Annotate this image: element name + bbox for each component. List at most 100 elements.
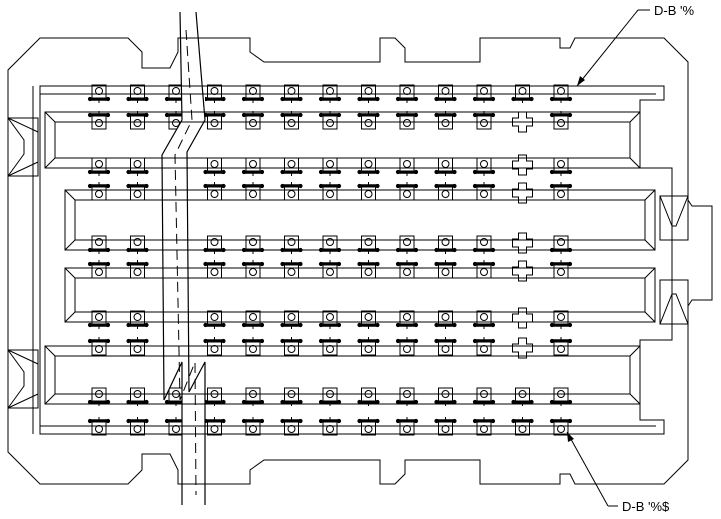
terminal-cavity bbox=[395, 157, 419, 176]
terminal-cavity bbox=[318, 84, 342, 103]
terminal-cavity bbox=[280, 260, 303, 279]
terminal-cavity bbox=[87, 182, 111, 201]
terminal-cavity bbox=[434, 387, 457, 406]
terminal-cavity bbox=[549, 235, 573, 254]
cavity-bar bbox=[64, 267, 656, 323]
terminal-cavity bbox=[318, 260, 342, 279]
keying-cross bbox=[512, 260, 533, 282]
terminal-cavity bbox=[357, 387, 380, 406]
terminal-cavity bbox=[472, 310, 496, 329]
terminal-cavity bbox=[126, 157, 149, 176]
terminal-cavity bbox=[549, 157, 573, 176]
terminal-cavity bbox=[511, 417, 534, 436]
terminal-cavity bbox=[87, 157, 111, 176]
terminal-cavity bbox=[511, 387, 534, 406]
terminal-cavity bbox=[87, 260, 111, 279]
terminal-cavity bbox=[241, 417, 265, 436]
keying-cross bbox=[512, 337, 533, 359]
terminal-cavity bbox=[395, 111, 419, 130]
callout-bottom-label: D-B '%$ bbox=[622, 499, 670, 514]
terminal-cavity bbox=[203, 84, 226, 103]
terminal-cavity bbox=[357, 310, 380, 329]
break-line-left bbox=[161, 11, 183, 505]
cavity-bar bbox=[44, 111, 641, 169]
terminal-cavity bbox=[472, 260, 496, 279]
terminal-cavity bbox=[357, 111, 380, 130]
terminal-cavity bbox=[203, 310, 226, 329]
terminal-cavity bbox=[241, 111, 265, 130]
terminal-cavity bbox=[241, 157, 265, 176]
terminal-cavity bbox=[472, 337, 496, 356]
terminal-cavity bbox=[241, 260, 265, 279]
terminal-cavity bbox=[549, 182, 573, 201]
terminal-cavity bbox=[357, 182, 380, 201]
terminal-cavity bbox=[280, 310, 303, 329]
terminal-cavity bbox=[395, 310, 419, 329]
cavity-bar bbox=[44, 345, 641, 405]
terminal-cavity bbox=[395, 337, 419, 356]
terminal-cavity bbox=[318, 182, 342, 201]
terminal-cavity bbox=[203, 387, 226, 406]
callout-bottom: D-B '%$ bbox=[566, 431, 670, 514]
terminal-cavity bbox=[472, 387, 496, 406]
right-latch-top bbox=[659, 195, 689, 241]
terminal-cavity bbox=[472, 84, 496, 103]
terminal-cavity bbox=[318, 235, 342, 254]
terminal-cavity bbox=[318, 387, 342, 406]
terminal-cavity bbox=[203, 182, 226, 201]
terminal-cavity bbox=[203, 111, 226, 130]
left-latch-bottom bbox=[7, 349, 39, 409]
terminal-cavity bbox=[472, 235, 496, 254]
terminal-cavity bbox=[357, 417, 380, 436]
terminal-cavity bbox=[87, 111, 111, 130]
terminal-cavity bbox=[87, 235, 111, 254]
terminal-cavities-right bbox=[203, 84, 573, 436]
keying-cross bbox=[512, 111, 533, 133]
housing-outline bbox=[7, 37, 713, 485]
terminal-cavity bbox=[164, 235, 182, 254]
terminal-cavity bbox=[395, 387, 419, 406]
terminal-cavity bbox=[280, 157, 303, 176]
callout-top: D-B '% bbox=[576, 3, 694, 87]
terminal-cavity bbox=[164, 111, 182, 130]
terminal-cavity bbox=[549, 387, 573, 406]
terminal-cavity bbox=[280, 111, 303, 130]
terminal-cavity bbox=[87, 417, 111, 436]
terminal-cavity bbox=[395, 235, 419, 254]
terminal-cavity bbox=[318, 310, 342, 329]
terminal-cavity bbox=[357, 84, 380, 103]
terminal-cavity bbox=[164, 84, 182, 103]
terminal-cavity bbox=[395, 260, 419, 279]
terminal-cavity bbox=[549, 417, 573, 436]
inner-frame bbox=[39, 85, 673, 435]
terminal-cavity bbox=[241, 337, 265, 356]
terminal-cavity bbox=[280, 84, 303, 103]
terminal-cavity bbox=[164, 157, 182, 176]
terminal-cavity bbox=[434, 235, 457, 254]
terminal-cavity bbox=[318, 417, 342, 436]
terminal-cavity bbox=[549, 260, 573, 279]
terminal-cavity bbox=[241, 182, 265, 201]
terminal-cavity bbox=[126, 417, 149, 436]
terminal-cavity bbox=[511, 84, 534, 103]
terminal-cavity bbox=[203, 417, 226, 436]
terminal-cavity bbox=[318, 111, 342, 130]
terminal-cavity bbox=[472, 417, 496, 436]
keying-cross bbox=[512, 232, 533, 254]
terminal-cavity bbox=[434, 310, 457, 329]
terminal-cavity bbox=[318, 337, 342, 356]
terminal-cavity bbox=[87, 84, 111, 103]
terminal-cavity bbox=[203, 337, 226, 356]
terminal-cavity bbox=[434, 84, 457, 103]
right-latch-bottom bbox=[659, 279, 689, 325]
terminal-cavity bbox=[549, 111, 573, 130]
terminal-cavity bbox=[126, 84, 149, 103]
terminal-cavity bbox=[87, 387, 111, 406]
keying-cross bbox=[512, 307, 533, 329]
terminal-cavity bbox=[472, 182, 496, 201]
terminal-cavity bbox=[395, 182, 419, 201]
terminal-cavity bbox=[164, 417, 182, 436]
keying-cross bbox=[512, 154, 533, 176]
terminal-cavity bbox=[472, 111, 496, 130]
terminal-cavity bbox=[241, 235, 265, 254]
